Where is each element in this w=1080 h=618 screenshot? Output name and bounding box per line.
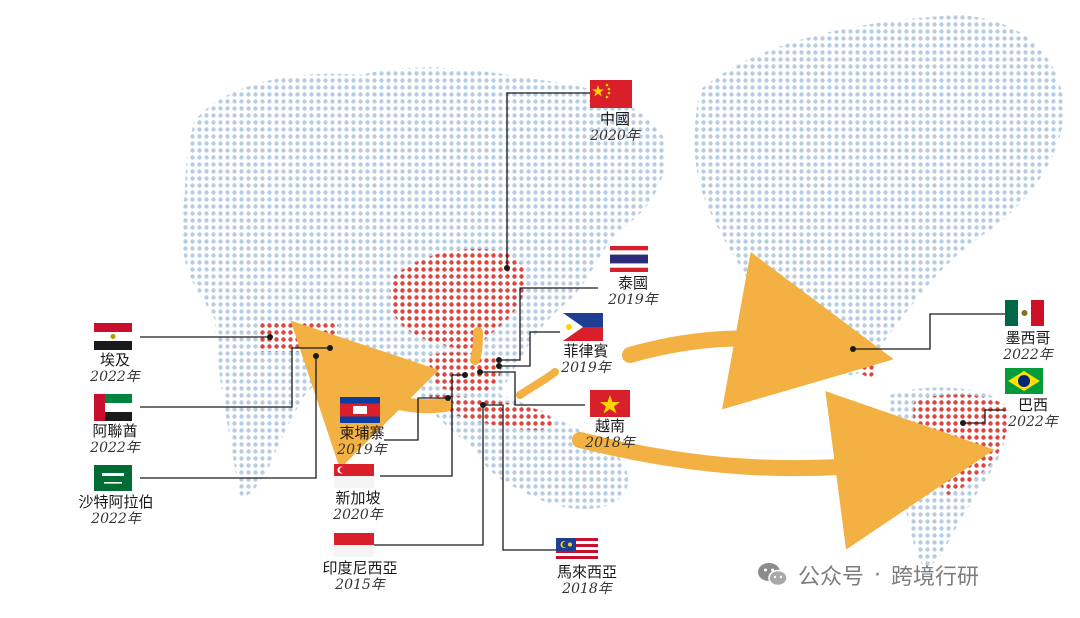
label-singapore: 新加坡 2020年 xyxy=(326,489,390,524)
country-name: 柬埔寨 xyxy=(339,424,385,442)
country-name: 埃及 xyxy=(99,351,130,369)
country-name: 中國 xyxy=(599,110,630,128)
label-saudi: 沙特阿拉伯 2022年 xyxy=(70,493,162,528)
entry-year: 2020年 xyxy=(333,507,383,524)
country-name: 越南 xyxy=(594,417,625,435)
label-mexico: 墨西哥 2022年 xyxy=(998,329,1058,364)
leader-mexico xyxy=(853,313,1005,350)
entry-year: 2022年 xyxy=(91,511,141,528)
label-vietnam: 越南 2018年 xyxy=(585,417,635,452)
label-brazil: 巴西 2022年 xyxy=(1006,396,1060,431)
flag-thailand-icon xyxy=(610,246,648,272)
expansion-arrows xyxy=(290,251,995,550)
arrow-to-middle-east xyxy=(290,320,452,469)
flag-vietnam-icon xyxy=(590,390,630,417)
leader-singapore xyxy=(380,374,465,477)
entry-year: 2020年 xyxy=(590,128,640,145)
flag-brazil-icon xyxy=(1005,368,1043,394)
country-name: 沙特阿拉伯 xyxy=(78,493,154,511)
entry-year: 2022年 xyxy=(90,440,140,457)
leader-indonesia xyxy=(374,407,484,546)
entry-year: 2015年 xyxy=(335,577,385,594)
flag-cambodia-icon xyxy=(340,397,380,423)
watermark-prefix: 公众号 xyxy=(798,565,865,590)
flag-uae-icon xyxy=(94,394,132,421)
leader-uae xyxy=(140,347,330,408)
label-philippines: 菲律賓 2019年 xyxy=(556,342,616,377)
label-thailand: 泰國 2019年 xyxy=(608,274,658,309)
label-egypt: 埃及 2022年 xyxy=(88,351,142,386)
country-name: 印度尼西亞 xyxy=(322,559,398,577)
leader-lines xyxy=(140,92,1005,551)
flag-malaysia-icon xyxy=(556,538,598,562)
country-name: 新加坡 xyxy=(335,489,381,507)
anchor-dots xyxy=(267,265,966,426)
flag-egypt-icon xyxy=(94,323,132,350)
entry-year: 2019年 xyxy=(608,292,658,309)
leader-philippines xyxy=(499,331,560,367)
arrow-small-up xyxy=(470,327,483,365)
leader-china xyxy=(506,92,590,268)
leader-malaysia xyxy=(483,404,556,551)
leader-vietnam xyxy=(480,371,585,406)
arrow-to-mexico xyxy=(622,251,894,410)
watermark-account: 跨境行研 xyxy=(891,565,980,590)
arrow-to-brazil xyxy=(572,391,995,550)
watermark-separator: · xyxy=(874,562,882,588)
country-name: 馬來西亞 xyxy=(556,563,617,581)
wechat-icon xyxy=(758,563,788,587)
flag-indonesia-icon xyxy=(334,533,374,557)
entry-year: 2022年 xyxy=(90,369,140,386)
country-name: 墨西哥 xyxy=(1005,329,1051,347)
country-name: 阿聯酋 xyxy=(92,422,138,440)
leader-saudi xyxy=(140,356,317,479)
flag-mexico-icon xyxy=(1005,300,1044,326)
flag-philippines-icon xyxy=(563,313,603,341)
watermark: 公众号 · 跨境行研 xyxy=(756,558,979,592)
flag-china-icon xyxy=(590,80,632,108)
flag-saudi-icon xyxy=(94,465,132,491)
flag-singapore-icon xyxy=(334,464,374,488)
label-malaysia: 馬來西亞 2018年 xyxy=(547,563,627,598)
entry-year: 2019年 xyxy=(561,360,611,377)
label-china: 中國 2020年 xyxy=(590,110,640,145)
entry-year: 2022年 xyxy=(1008,414,1058,431)
leader-thailand xyxy=(499,287,598,361)
entry-year: 2018年 xyxy=(562,581,612,598)
country-name: 泰國 xyxy=(617,274,648,292)
label-indonesia: 印度尼西亞 2015年 xyxy=(310,559,410,594)
label-uae: 阿聯酋 2022年 xyxy=(84,422,146,457)
leader-cambodia xyxy=(384,397,448,441)
entry-year: 2018年 xyxy=(585,435,635,452)
country-name: 菲律賓 xyxy=(563,342,609,360)
leader-brazil xyxy=(963,409,1005,424)
arrow-small-se xyxy=(516,368,559,399)
entry-year: 2019年 xyxy=(337,442,387,459)
entry-year: 2022年 xyxy=(1003,347,1053,364)
label-cambodia: 柬埔寨 2019年 xyxy=(330,424,394,459)
country-name: 巴西 xyxy=(1017,396,1048,414)
